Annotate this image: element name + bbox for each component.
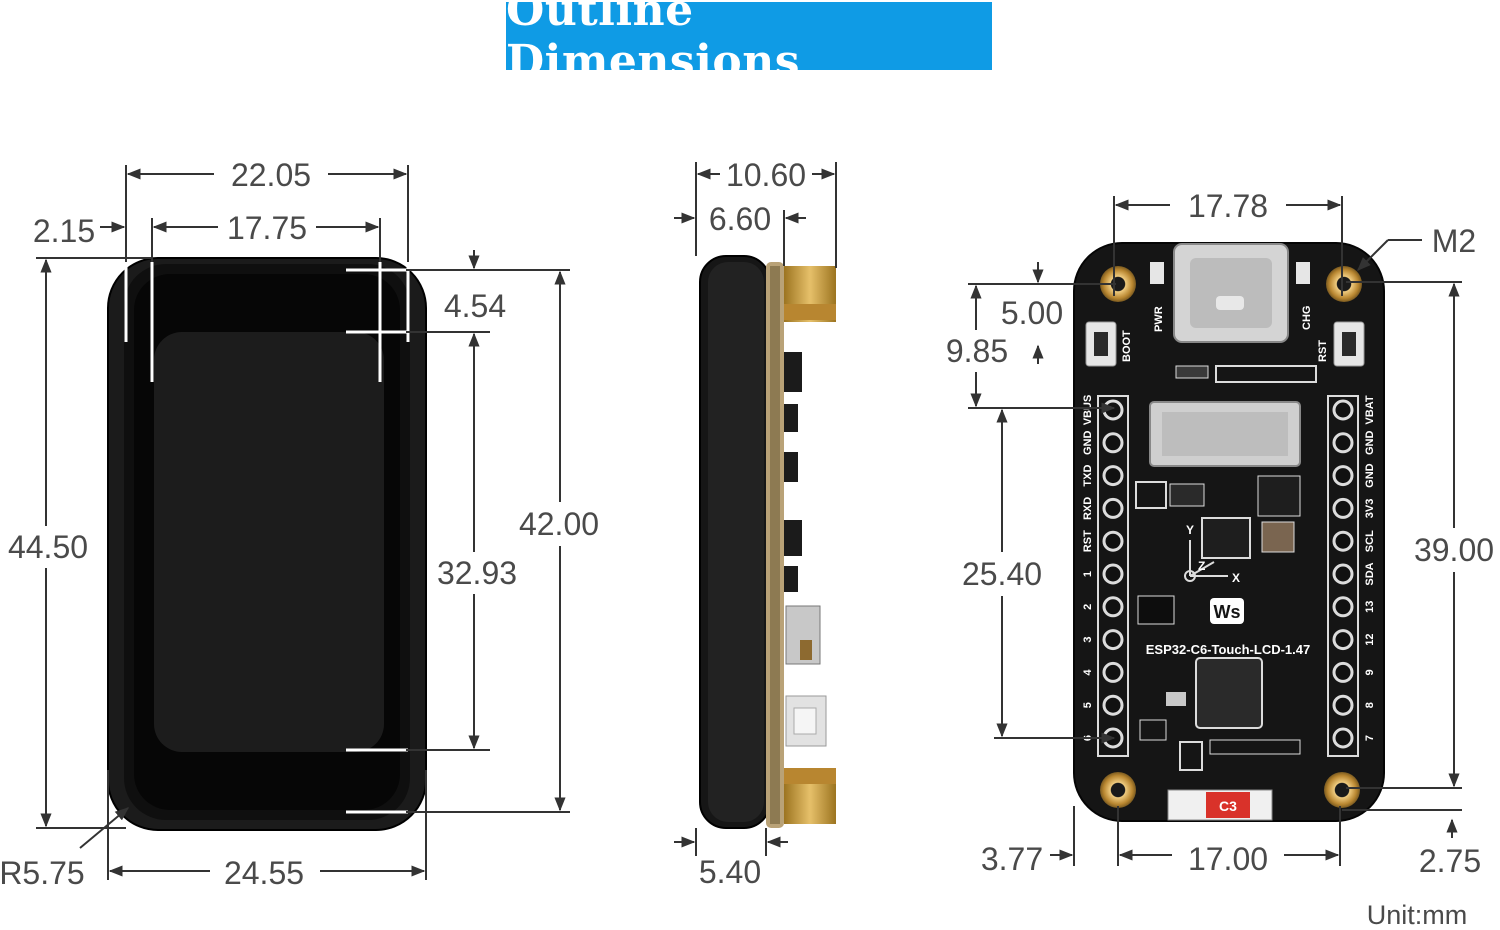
left-pin-label: RST [1082,530,1094,552]
mount-hole-bottom-left [1100,772,1136,808]
dim-side-depth-bottom: 5.40 [699,854,761,890]
left-pin-pad [1102,399,1124,421]
dim-back-offset-top-large: 9.85 [946,333,1008,369]
front-view [107,257,427,831]
back-view: Y Z X Ws ESP32-C6-Touch-LCD-1.47 BOOT PW… [1073,242,1385,822]
right-pin-pad [1332,596,1354,618]
right-pin-pad [1332,432,1354,454]
right-pin-pad [1332,465,1354,487]
right-pin-pad [1332,399,1354,421]
right-pin-label: GND [1364,463,1376,488]
axis-y-label: Y [1186,523,1194,537]
display-active-area [154,332,384,752]
left-pin-pad [1102,629,1124,651]
side-view [699,255,836,829]
right-pin-label: 9 [1364,669,1376,675]
left-pin-label: 4 [1082,668,1094,675]
dim-front-height-inner: 42.00 [519,506,599,542]
left-pin-label: TXD [1082,465,1094,487]
right-pin-pad [1332,563,1354,585]
imu-chip [1201,517,1251,559]
left-pin-pad [1102,694,1124,716]
right-pin-label: 13 [1364,601,1376,613]
dim-back-pin-span: 25.40 [962,556,1042,592]
left-pin-pad [1102,497,1124,519]
left-pin-pad [1102,563,1124,585]
right-pin-label: 3V3 [1364,499,1376,519]
mount-hole-top-left [1100,266,1136,302]
dim-back-hole-spacing-bottom: 17.00 [1188,841,1268,877]
left-pin-pad [1102,432,1124,454]
dim-back-offset-bottom-right: 2.75 [1419,843,1481,879]
side-dimensions: 10.60 6.60 5.40 [674,157,837,890]
left-pin-label: GND [1082,431,1094,456]
dim-front-top-bezel: 4.54 [444,288,506,324]
left-pin-label: 5 [1082,702,1094,708]
dim-front-width-outer: 22.05 [231,157,311,193]
left-pin-label: RXD [1082,497,1094,520]
left-pin-label: 2 [1082,604,1094,610]
right-pin-label: 12 [1364,633,1376,645]
right-pin-pad [1332,530,1354,552]
front-dimensions: 22.05 17.75 2.15 4.54 32.93 42.00 44.50 … [0,157,599,891]
right-pin-label: 8 [1364,702,1376,708]
left-pin-pad [1102,661,1124,683]
unit-label: Unit:mm [1367,900,1468,930]
dim-side-depth-case: 6.60 [709,201,771,237]
right-pin-label: SDA [1364,562,1376,585]
chg-label: CHG [1301,306,1313,330]
right-pin-pad [1332,727,1354,749]
left-pin-pad [1102,596,1124,618]
dim-back-offset-bottom-left: 3.77 [981,841,1043,877]
left-pin-pad [1102,465,1124,487]
right-pin-pads [1332,399,1354,749]
left-pin-header [1097,395,1129,757]
right-pin-header [1327,395,1359,757]
dim-side-depth-total: 10.60 [726,157,806,193]
dim-front-height-display: 32.93 [437,555,517,591]
c3-label: C3 [1219,798,1237,814]
axis-x-label: X [1232,571,1240,585]
dim-front-width-total: 24.55 [224,855,304,891]
dim-front-corner-radius: R5.75 [0,855,85,891]
pwr-label: PWR [1153,306,1165,332]
rst-label: RST [1317,340,1329,362]
left-pin-label: VBUS [1082,395,1094,426]
dim-back-hole-spacing-vertical: 39.00 [1414,532,1494,568]
left-pin-pad [1102,530,1124,552]
mount-hole-top-right [1326,266,1362,302]
right-pin-pad [1332,694,1354,716]
right-pin-pad [1332,661,1354,683]
right-pin-label: VBAT [1364,395,1376,424]
right-pin-pad [1332,497,1354,519]
back-dimensions: 17.78 M2 5.00 9.85 25.40 39.00 17.00 [946,188,1494,879]
axis-z-label: Z [1198,559,1205,573]
mount-hole-bottom-right [1324,772,1360,808]
right-pin-pad [1332,629,1354,651]
dim-front-width-display: 17.75 [227,210,307,246]
title-banner: Outline Dimensions [506,0,992,87]
dim-back-mount-hole: M2 [1432,223,1476,259]
dim-back-offset-top-small: 5.00 [1001,295,1063,331]
right-pin-label: GND [1364,431,1376,456]
dim-front-height-total: 44.50 [8,529,88,565]
page-title: Outline Dimensions [506,0,801,87]
right-pin-label: SCL [1364,530,1376,552]
right-pin-label: 7 [1364,735,1376,741]
left-pin-label: 3 [1082,637,1094,643]
boot-label: BOOT [1121,330,1133,362]
left-pin-label: 1 [1082,571,1094,577]
dim-back-hole-spacing-top: 17.78 [1188,188,1268,224]
board-name: ESP32-C6-Touch-LCD-1.47 [1146,642,1310,657]
waveshare-logo: Ws [1214,602,1241,622]
dim-front-offset-left: 2.15 [33,213,95,249]
esp32-chip [1195,657,1263,729]
